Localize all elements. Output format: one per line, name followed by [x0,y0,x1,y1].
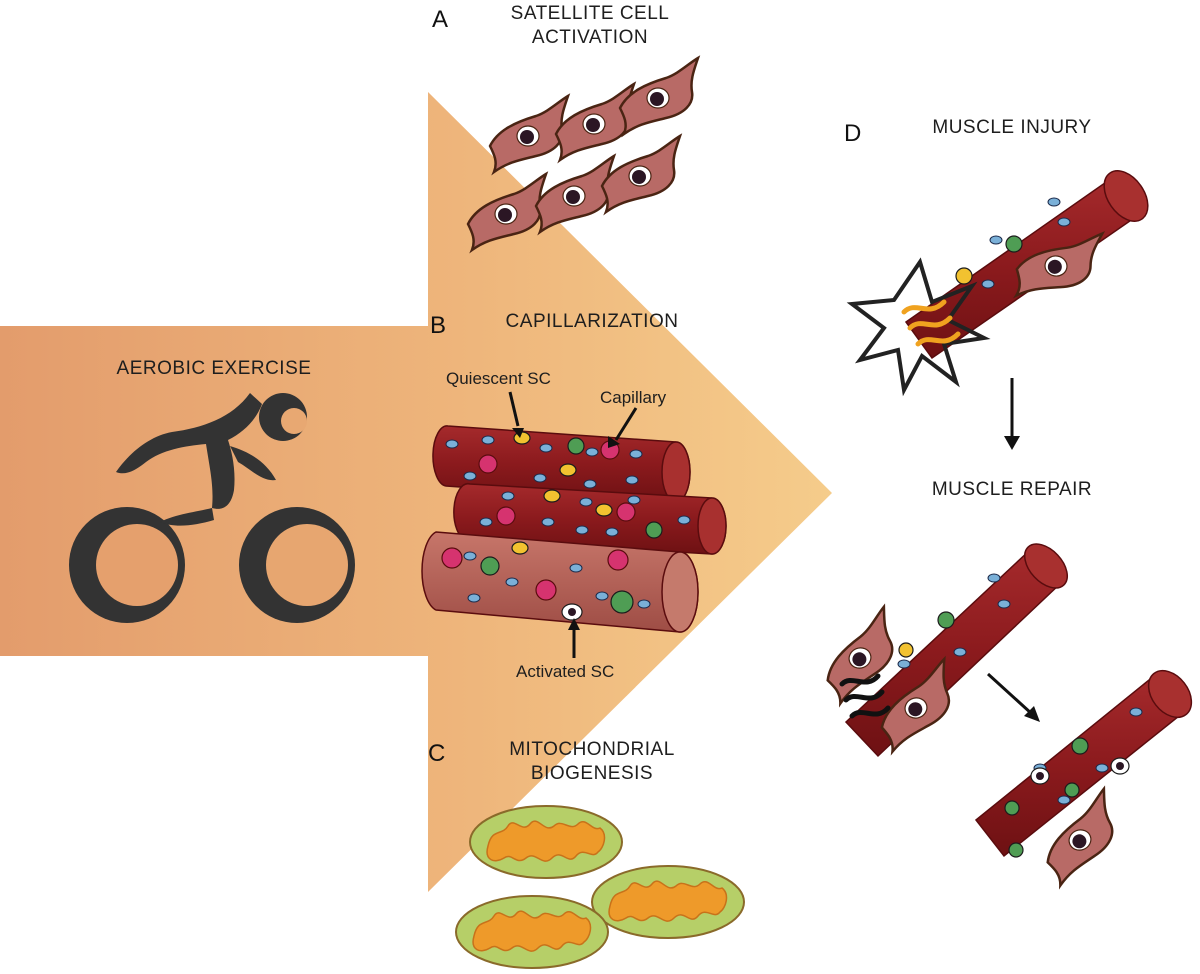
muscle-repair-label: MUSCLE REPAIR [931,479,1093,500]
panel-c-letter: C [428,740,446,767]
satellite-cell-icon [534,154,616,234]
quiescent-sc-label: Quiescent SC [446,369,551,388]
muscle-injury-label: MUSCLE INJURY [932,117,1092,138]
muscle-fiber-icon [453,482,727,555]
aerobic-exercise-label: AEROBIC EXERCISE [116,358,312,379]
satellite-cells-group [466,56,700,252]
panel-d-letter: D [844,120,862,147]
panel-c-title-line1: MITOCHONDRIAL [509,739,675,760]
panel-b-title: CAPILLARIZATION [505,311,679,332]
mitochondrion-icon [455,895,609,969]
panel-b-letter: B [430,312,447,339]
muscle-fibers-stack [421,391,727,658]
panel-a-letter: A [432,6,449,33]
activated-sc-label: Activated SC [516,662,615,681]
injured-fiber-group [846,170,1149,450]
injury-burst-icon [846,257,991,397]
cyclist-icon [69,393,355,623]
panel-c-title-line2: BIOGENESIS [530,763,654,784]
capillary-label: Capillary [600,388,667,407]
satellite-cell-icon [600,134,682,214]
panel-a-title-line2: ACTIVATION [531,27,649,48]
repairing-fiber-group [809,543,1193,889]
muscle-fiber-icon [432,425,691,503]
satellite-cell-icon [618,56,700,136]
mitochondrion-icon [591,865,745,939]
mitochondria-group [455,805,745,969]
mitochondrion-icon [469,805,623,879]
big-arrow [0,92,832,892]
muscle-fiber-icon [421,531,699,633]
panel-a-title-line1: SATELLITE CELL [510,3,670,24]
